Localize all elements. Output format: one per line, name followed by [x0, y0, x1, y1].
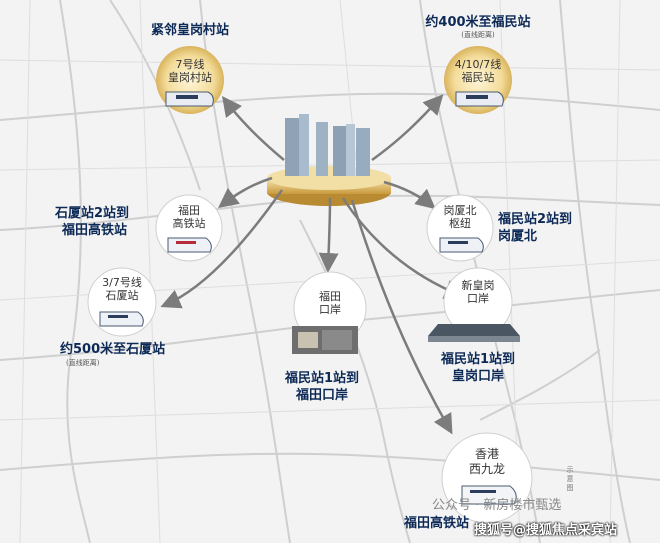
port-buildings — [292, 324, 520, 354]
station-xinhuanggang-2: 口岸 — [467, 292, 489, 305]
watermark-official: 公众号 · 新房楼市甄选 — [432, 498, 562, 513]
label-xinhuanggang-1: 福民站1站到 — [440, 352, 516, 367]
station-hk-1: 香港 — [474, 447, 499, 461]
route-arrows — [160, 94, 465, 435]
station-futian-port-2: 口岸 — [319, 303, 341, 316]
label-huanggangcun: 紧邻皇岗村站 — [150, 23, 229, 38]
station-huanggangcun-name: 皇岗村站 — [168, 71, 212, 84]
label-futian-hsr-2: 福田高铁站 — [62, 223, 128, 238]
label-shixia-note: (直线距离) — [66, 359, 100, 367]
label-hk-from: 福田高铁站 — [404, 516, 470, 531]
station-futian-hsr-2: 高铁站 — [172, 217, 206, 230]
label-xinhuanggang-2: 皇岗口岸 — [451, 369, 504, 384]
station-shixia-name: 石厦站 — [105, 289, 139, 302]
label-gangxia-1: 福民站2站到 — [498, 212, 573, 227]
label-shixia-distance: 约500米至石厦站 — [60, 342, 166, 357]
diagram-note: 示意图 — [566, 466, 574, 492]
label-fumin-note: (直线距离) — [461, 31, 495, 39]
station-fumin-name: 福民站 — [461, 71, 495, 84]
train-icons — [99, 91, 517, 505]
station-hk-2: 西九龙 — [468, 462, 505, 476]
label-fumin-distance: 约400米至福民站 — [425, 15, 531, 30]
station-gangxia-1: 岗厦北 — [443, 204, 477, 217]
label-futian-hsr-1: 石厦站2站到 — [55, 206, 130, 221]
station-huanggangcun-line: 7号线 — [175, 58, 205, 71]
station-xinhuanggang-1: 新皇岗 — [461, 279, 495, 292]
label-gangxia-2: 岗厦北 — [498, 229, 538, 244]
station-gangxia-2: 枢纽 — [449, 217, 471, 230]
station-shixia-lines: 3/7号线 — [102, 276, 142, 289]
watermark-sohu: 搜狐号@搜狐焦点采宾站 — [474, 523, 618, 538]
project-building — [267, 114, 391, 206]
station-futian-hsr-1: 福田 — [178, 204, 200, 217]
label-futian-port-2: 福田口岸 — [295, 388, 348, 403]
station-fumin-lines: 4/10/7线 — [454, 58, 502, 71]
station-futian-port-1: 福田 — [319, 290, 341, 303]
label-futian-port-1: 福民站1站到 — [284, 371, 360, 386]
